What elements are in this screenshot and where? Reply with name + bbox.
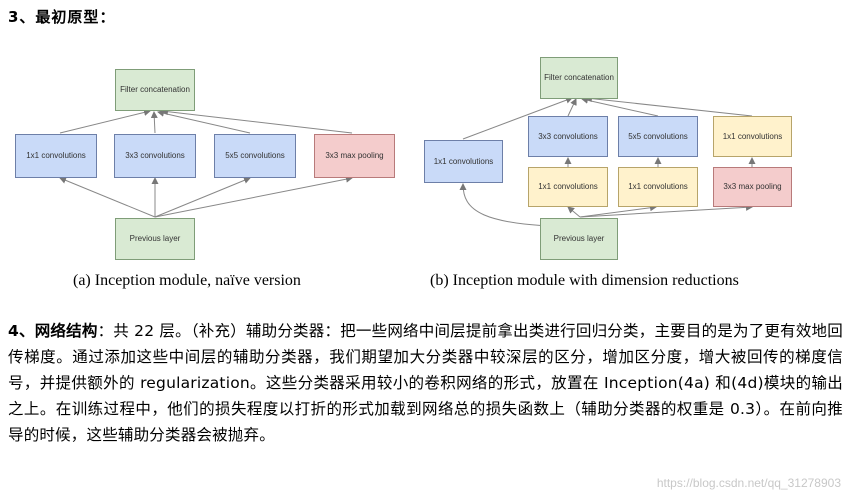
a-previous-layer-box: Previous layer: [115, 218, 195, 260]
b-previous-layer-box: Previous layer: [540, 218, 618, 260]
a-3x3-conv-box: 3x3 convolutions: [114, 134, 196, 178]
b-max-pooling-box: 3x3 max pooling: [713, 167, 792, 207]
section4-paragraph: 4、网络结构：共 22 层。（补充）辅助分类器：把一些网络中间层提前拿出类进行回…: [8, 318, 843, 448]
a-filter-concatenation-box: Filter concatenation: [115, 69, 195, 111]
b-5x5-conv-box: 5x5 convolutions: [618, 116, 698, 157]
b-1x1-conv-box-right: 1x1 convolutions: [713, 116, 792, 157]
a-max-pooling-box: 3x3 max pooling: [314, 134, 395, 178]
a-1x1-conv-box: 1x1 convolutions: [15, 134, 97, 178]
caption-a: (a) Inception module, naïve version: [73, 272, 301, 289]
watermark: https://blog.csdn.net/qq_31278903: [656, 476, 841, 490]
section4-label: 4、网络结构: [8, 322, 98, 340]
b-filter-concatenation-box: Filter concatenation: [540, 57, 618, 99]
b-1x1-reduce-box-2: 1x1 convolutions: [618, 167, 698, 207]
a-5x5-conv-box: 5x5 convolutions: [214, 134, 296, 178]
section4-text: ：共 22 层。（补充）辅助分类器：把一些网络中间层提前拿出类进行回归分类，主要…: [8, 322, 843, 444]
b-3x3-conv-box: 3x3 convolutions: [528, 116, 608, 157]
caption-b: (b) Inception module with dimension redu…: [430, 272, 739, 289]
section3-heading: 3、最初原型：: [8, 8, 116, 26]
b-1x1-reduce-box-1: 1x1 convolutions: [528, 167, 608, 207]
b-1x1-conv-box-left: 1x1 convolutions: [424, 140, 503, 183]
